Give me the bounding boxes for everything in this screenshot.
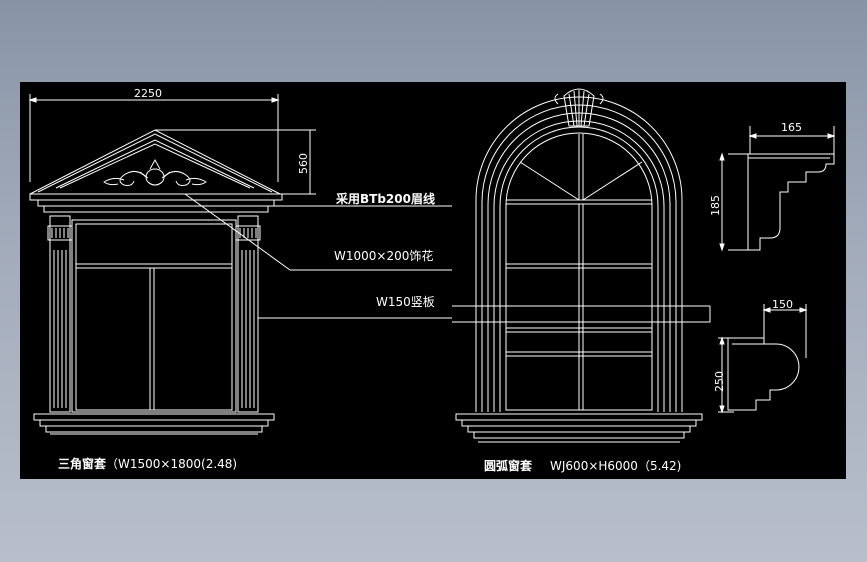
label-pilaster: W150竖板 bbox=[376, 295, 435, 309]
triangle-window bbox=[28, 94, 452, 435]
width-dimension-150: 150 bbox=[772, 298, 793, 311]
keystone-shell bbox=[554, 88, 604, 127]
cornice-profile bbox=[719, 126, 836, 252]
arched-window bbox=[452, 88, 711, 443]
caption-arched-spec: WJ600×H6000（5.42) bbox=[550, 459, 682, 473]
width-dimension-165: 165 bbox=[781, 121, 802, 134]
caption-triangle-window: 三角窗套（W1500×1800(2.48) bbox=[58, 458, 237, 470]
label-cornice: 采用BTb200眉线 bbox=[336, 192, 435, 206]
cad-viewport[interactable]: 2250 560 165 185 150 250 采用BTb200眉线 W100… bbox=[20, 82, 846, 479]
caption-arched-name: 圆弧窗套 bbox=[484, 459, 533, 473]
caption-triangle-spec: （W1500×1800(2.48) bbox=[106, 457, 238, 471]
label-ornament: W1000×200饰花 bbox=[334, 249, 434, 263]
caption-triangle-name: 三角窗套 bbox=[58, 457, 107, 471]
height-dimension-560: 560 bbox=[297, 153, 310, 174]
height-dimension-250: 250 bbox=[713, 371, 726, 392]
cad-drawing bbox=[28, 88, 836, 443]
height-dimension-185: 185 bbox=[709, 195, 722, 216]
sill-profile bbox=[718, 304, 808, 414]
caption-arched-window: 圆弧窗套 WJ600×H6000（5.42) bbox=[484, 460, 681, 472]
width-dimension-2250: 2250 bbox=[134, 87, 162, 100]
ornament-motif bbox=[103, 158, 207, 186]
